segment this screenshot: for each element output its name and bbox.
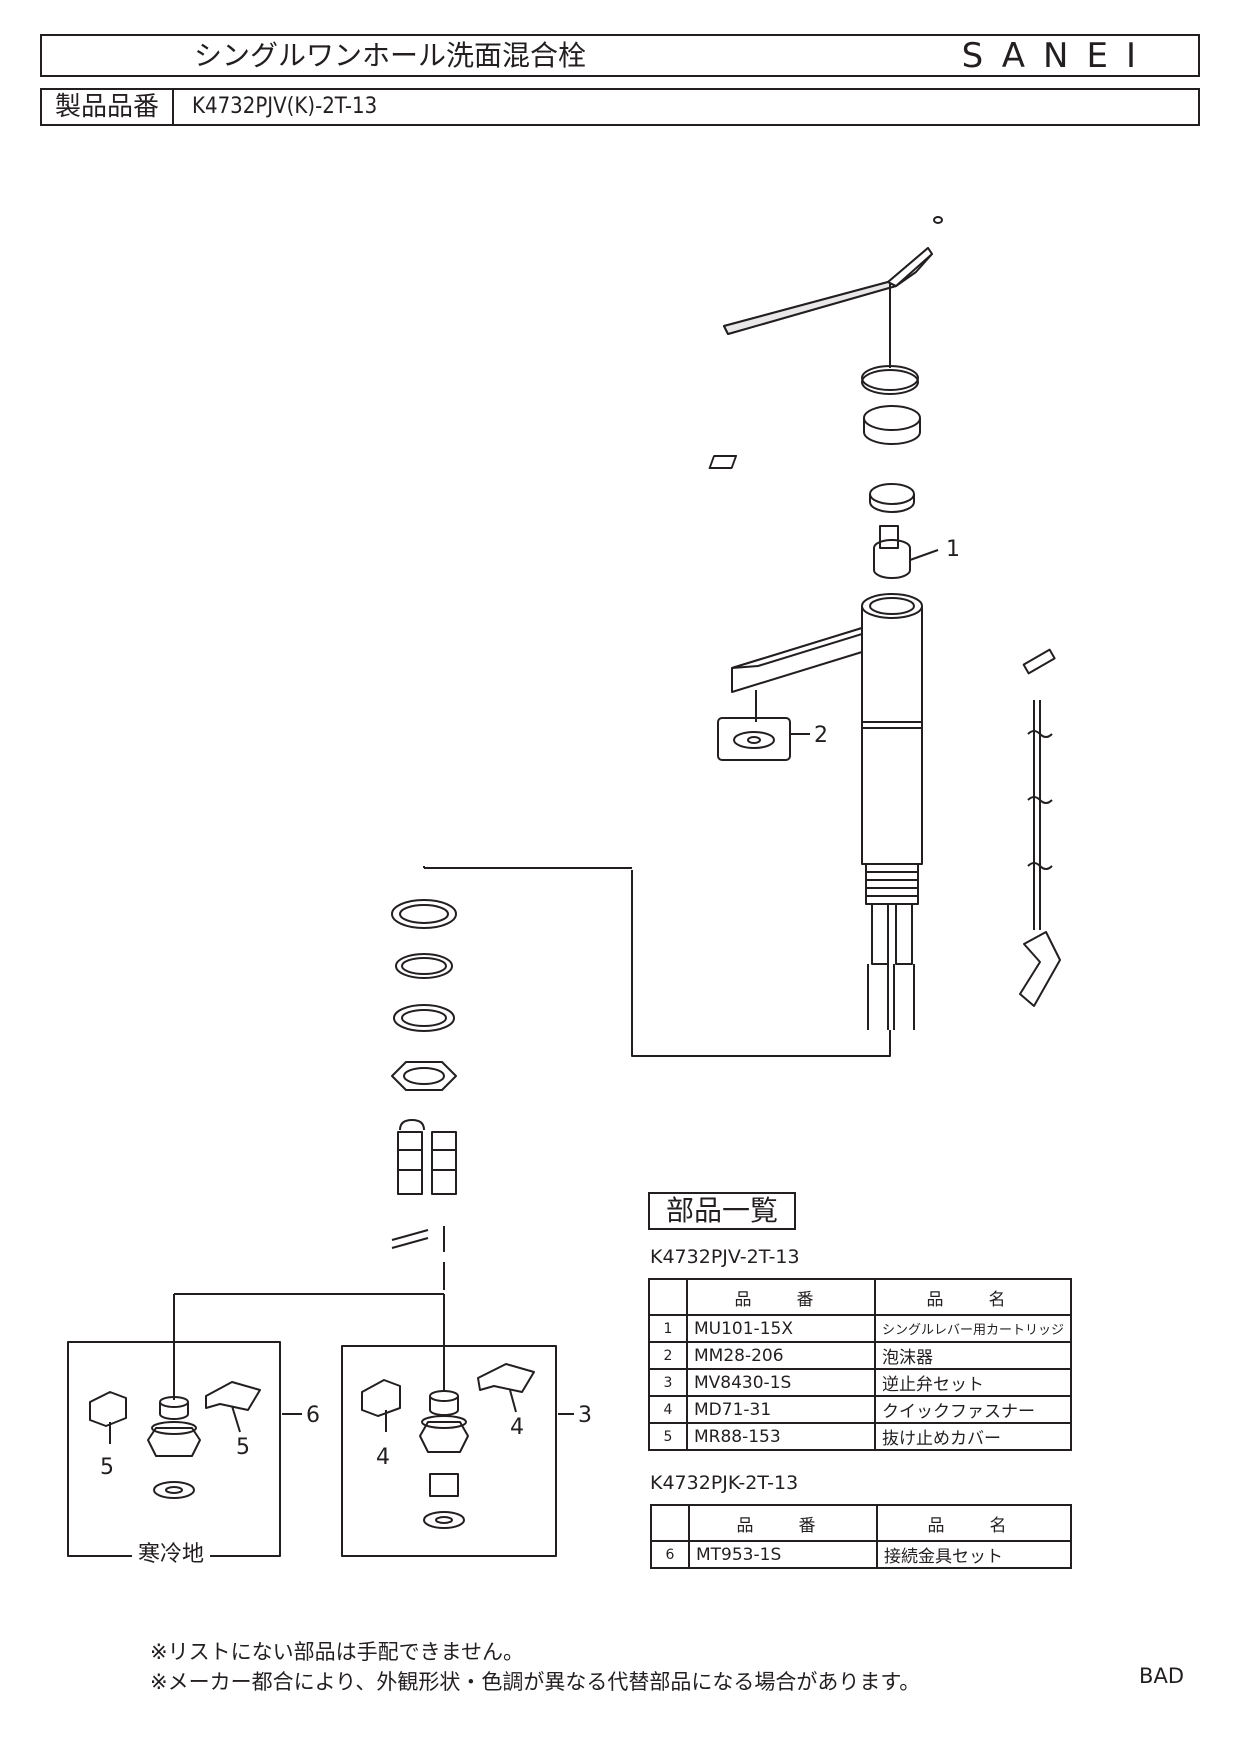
supply-hoses [867,903,915,1030]
aerator [733,731,775,749]
callout-3: 3 [578,1403,592,1428]
mounting-washers [391,899,457,1091]
note-2: ※メーカー都合により、外観形状・色調が異なる代替部品になる場合があります。 [150,1670,921,1694]
table-row: 3 MV8430-1S 逆止弁セット [648,1368,1073,1397]
adapter-piece [708,455,738,469]
table-row: 1 MU101-15X シングルレバー用カートリッジ [648,1314,1073,1343]
callout-1: 1 [946,537,960,562]
lever-handle [723,216,943,335]
right-box-parts [361,1363,535,1529]
aerator-callout-box [717,717,791,761]
table-row: 6 MT953-1S 接続金具セット [650,1540,1072,1569]
product-code-value: K4732PJV(K)-2T-13 [192,94,378,119]
table-header-row: 品 番 品 名 [648,1278,1073,1316]
callout-4-right: 4 [510,1415,524,1440]
faucet-body [731,593,923,905]
document-title: シングルワンホール洗面混合栓 [194,39,587,72]
table-row: 4 MD71-31 クイックファスナー [648,1395,1073,1424]
title-bar: シングルワンホール洗面混合栓 SANEI [40,34,1200,77]
fixing-ring [869,483,915,513]
col-name-header: 品 名 [873,1278,1073,1316]
parts-table-2: 品 番 品 名 6 MT953-1S 接続金具セット [650,1504,1072,1569]
callout-5-right: 4 [376,1445,390,1470]
lever-clip [861,365,919,395]
table-1-model: K4732PJV-2T-13 [650,1246,800,1268]
table-row: 5 MR88-153 抜け止めカバー [648,1422,1073,1451]
product-code-bar: 製品品番 K4732PJV(K)-2T-13 [40,88,1200,126]
callout-6: 6 [306,1403,320,1428]
parts-list-heading: 部品一覧 [648,1192,796,1230]
cartridge-cap [863,405,921,445]
product-code-label: 製品品番 [42,90,174,124]
table-header-row: 品 番 品 名 [650,1504,1072,1542]
footer-code: BAD [1139,1664,1184,1688]
callout-4-left: 5 [236,1435,250,1460]
table-2-model: K4732PJK-2T-13 [650,1472,799,1494]
cartridge [873,525,911,579]
cold-region-label: 寒冷地 [132,1536,211,1568]
parts-table-1: 品 番 品 名 1 MU101-15X シングルレバー用カートリッジ 2 MM2… [648,1278,1073,1451]
brand-logo: SANEI [961,36,1154,76]
col-name-header: 品 名 [876,1504,1072,1542]
left-box-parts [89,1381,261,1499]
lower-hose-ends [391,1119,457,1252]
col-number-header: 品 番 [686,1278,876,1316]
table-row: 2 MM28-206 泡沫器 [648,1341,1073,1370]
drain-rod [1019,648,1061,1007]
callout-2: 2 [814,723,828,748]
check-valve-box [341,1345,557,1557]
note-1: ※リストにない部品は手配できません。 [150,1640,524,1664]
callout-5-left: 5 [100,1455,114,1480]
col-number-header: 品 番 [688,1504,878,1542]
